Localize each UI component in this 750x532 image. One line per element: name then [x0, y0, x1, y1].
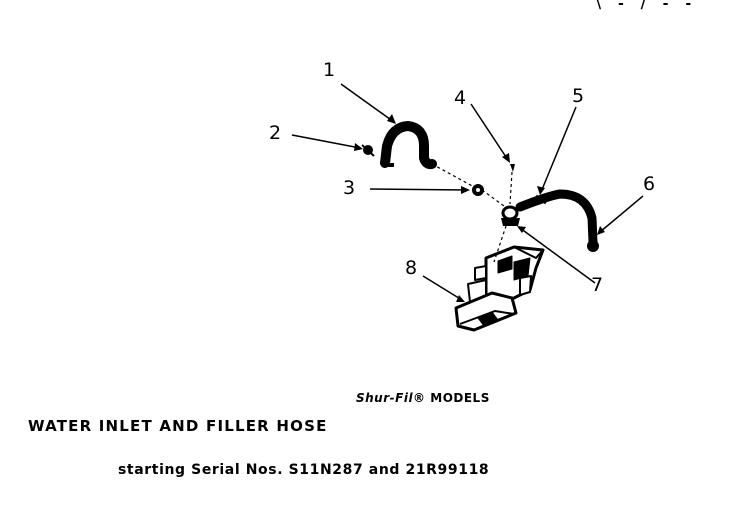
callout-4: 4	[454, 87, 467, 109]
callout-1: 1	[323, 59, 336, 81]
models-label: MODELS	[430, 391, 490, 405]
part-8-water-inlet-valve	[454, 245, 545, 332]
part-1-hose-clamp	[380, 121, 437, 170]
diagram-title: WATER INLET AND FILLER HOSE	[28, 417, 328, 435]
models-caption: Shur-Fil® MODELS	[356, 391, 490, 405]
brand-name: Shur-Fil®	[356, 391, 426, 405]
leader-lines	[291, 83, 644, 301]
leader-arrowheads	[354, 114, 605, 302]
callout-3: 3	[343, 177, 356, 199]
part-2-clamp-fastener	[361, 144, 375, 157]
callout-7: 7	[591, 274, 604, 296]
corner-mark: \ - / - -	[596, 0, 698, 12]
callout-5: 5	[572, 85, 585, 107]
callout-8: 8	[405, 257, 418, 279]
callout-6: 6	[643, 173, 656, 195]
part-4-screw	[510, 164, 515, 172]
part-7-fitting	[501, 205, 520, 226]
callout-2: 2	[269, 122, 282, 144]
assembly-lines	[431, 163, 535, 263]
serial-numbers-note: starting Serial Nos. S11N287 and 21R9911…	[118, 462, 490, 478]
part-6-filler-hose	[515, 189, 599, 252]
